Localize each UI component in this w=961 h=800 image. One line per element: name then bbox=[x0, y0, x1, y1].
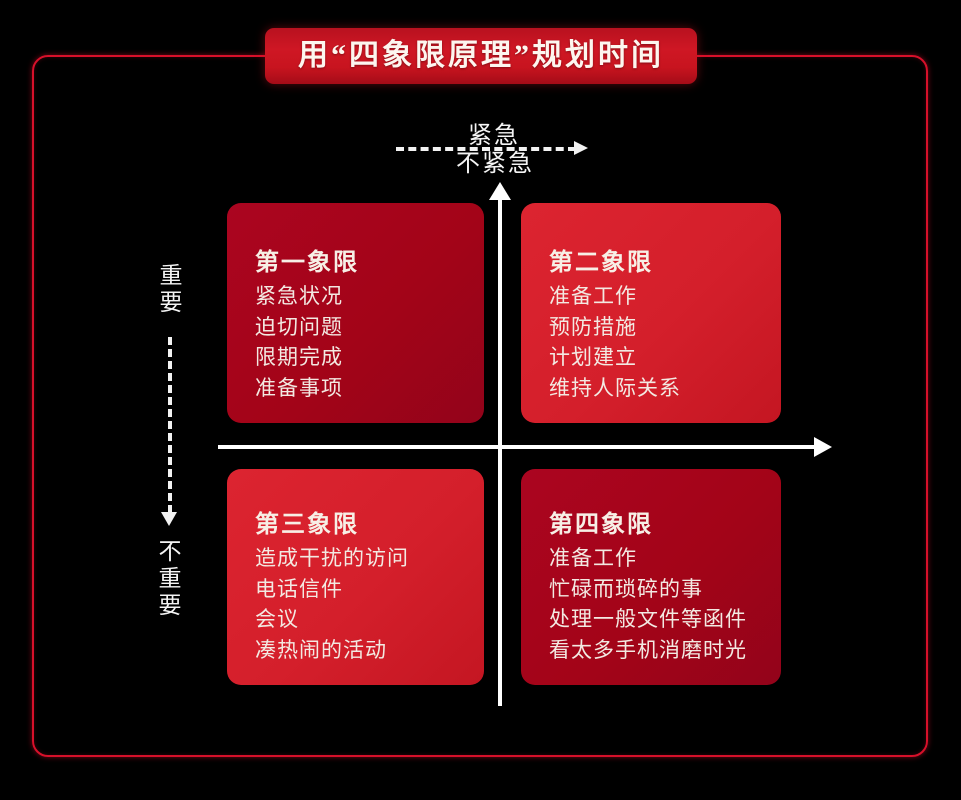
list-item: 电话信件 bbox=[255, 576, 343, 601]
list-item: 准备工作 bbox=[549, 546, 637, 571]
list-item: 准备工作 bbox=[549, 284, 637, 309]
list-item: 凑热闹的活动 bbox=[255, 637, 387, 662]
importance-arrowhead-icon bbox=[161, 512, 177, 526]
list-item: 迫切问题 bbox=[255, 314, 343, 339]
quadrant-3-content: 第三象限 造成干扰的访问 电话信件 会议 凑热闹的活动 bbox=[227, 469, 484, 665]
list-item: 计划建立 bbox=[549, 345, 637, 370]
quadrant-4-content: 第四象限 准备工作 忙碌而琐碎的事 处理一般文件等函件 看太多手机消磨时光 bbox=[521, 469, 781, 665]
urgency-dashed-arrow bbox=[396, 147, 576, 151]
list-item: 看太多手机消磨时光 bbox=[549, 637, 747, 662]
quadrant-3-list: 造成干扰的访问 电话信件 会议 凑热闹的活动 bbox=[255, 543, 484, 665]
quadrant-card-2: 第二象限 准备工作 预防措施 计划建立 维持人际关系 bbox=[521, 203, 781, 423]
list-item: 限期完成 bbox=[255, 345, 343, 370]
vertical-axis-line bbox=[498, 196, 502, 706]
quadrant-2-title: 第二象限 bbox=[549, 250, 653, 276]
title-banner: 用“四象限原理”规划时间 bbox=[265, 28, 697, 84]
quadrant-card-3: 第三象限 造成干扰的访问 电话信件 会议 凑热闹的活动 bbox=[227, 469, 484, 685]
quadrant-card-4: 第四象限 准备工作 忙碌而琐碎的事 处理一般文件等函件 看太多手机消磨时光 bbox=[521, 469, 781, 685]
list-item: 维持人际关系 bbox=[549, 375, 681, 400]
horizontal-axis-arrowhead-icon bbox=[814, 437, 832, 457]
axis-label-not-urgent: 不紧急 bbox=[456, 151, 534, 177]
quadrant-3-title: 第三象限 bbox=[255, 512, 359, 538]
list-item: 准备事项 bbox=[255, 375, 343, 400]
page-title: 用“四象限原理”规划时间 bbox=[298, 39, 664, 72]
urgency-arrowhead-icon bbox=[574, 141, 588, 155]
list-item: 预防措施 bbox=[549, 314, 637, 339]
quadrant-1-list: 紧急状况 迫切问题 限期完成 准备事项 bbox=[255, 281, 484, 403]
list-item: 紧急状况 bbox=[255, 284, 343, 309]
quadrant-4-list: 准备工作 忙碌而琐碎的事 处理一般文件等函件 看太多手机消磨时光 bbox=[549, 543, 781, 665]
list-item: 会议 bbox=[255, 607, 299, 632]
vertical-axis-arrowhead-icon bbox=[489, 182, 511, 200]
axis-label-urgent: 紧急 bbox=[468, 123, 520, 149]
list-item: 忙碌而琐碎的事 bbox=[549, 576, 703, 601]
horizontal-axis-line bbox=[218, 445, 816, 449]
quadrant-2-list: 准备工作 预防措施 计划建立 维持人际关系 bbox=[549, 281, 781, 403]
list-item: 造成干扰的访问 bbox=[255, 546, 409, 571]
quadrant-1-content: 第一象限 紧急状况 迫切问题 限期完成 准备事项 bbox=[227, 203, 484, 403]
quadrant-4-title: 第四象限 bbox=[549, 512, 653, 538]
importance-dashed-arrow bbox=[168, 337, 172, 513]
quadrant-2-content: 第二象限 准备工作 预防措施 计划建立 维持人际关系 bbox=[521, 203, 781, 403]
quadrant-card-1: 第一象限 紧急状况 迫切问题 限期完成 准备事项 bbox=[227, 203, 484, 423]
quadrant-1-title: 第一象限 bbox=[255, 250, 359, 276]
axis-label-not-important: 不重要 bbox=[158, 539, 182, 619]
axis-label-important: 重要 bbox=[159, 263, 183, 316]
list-item: 处理一般文件等函件 bbox=[549, 607, 747, 632]
